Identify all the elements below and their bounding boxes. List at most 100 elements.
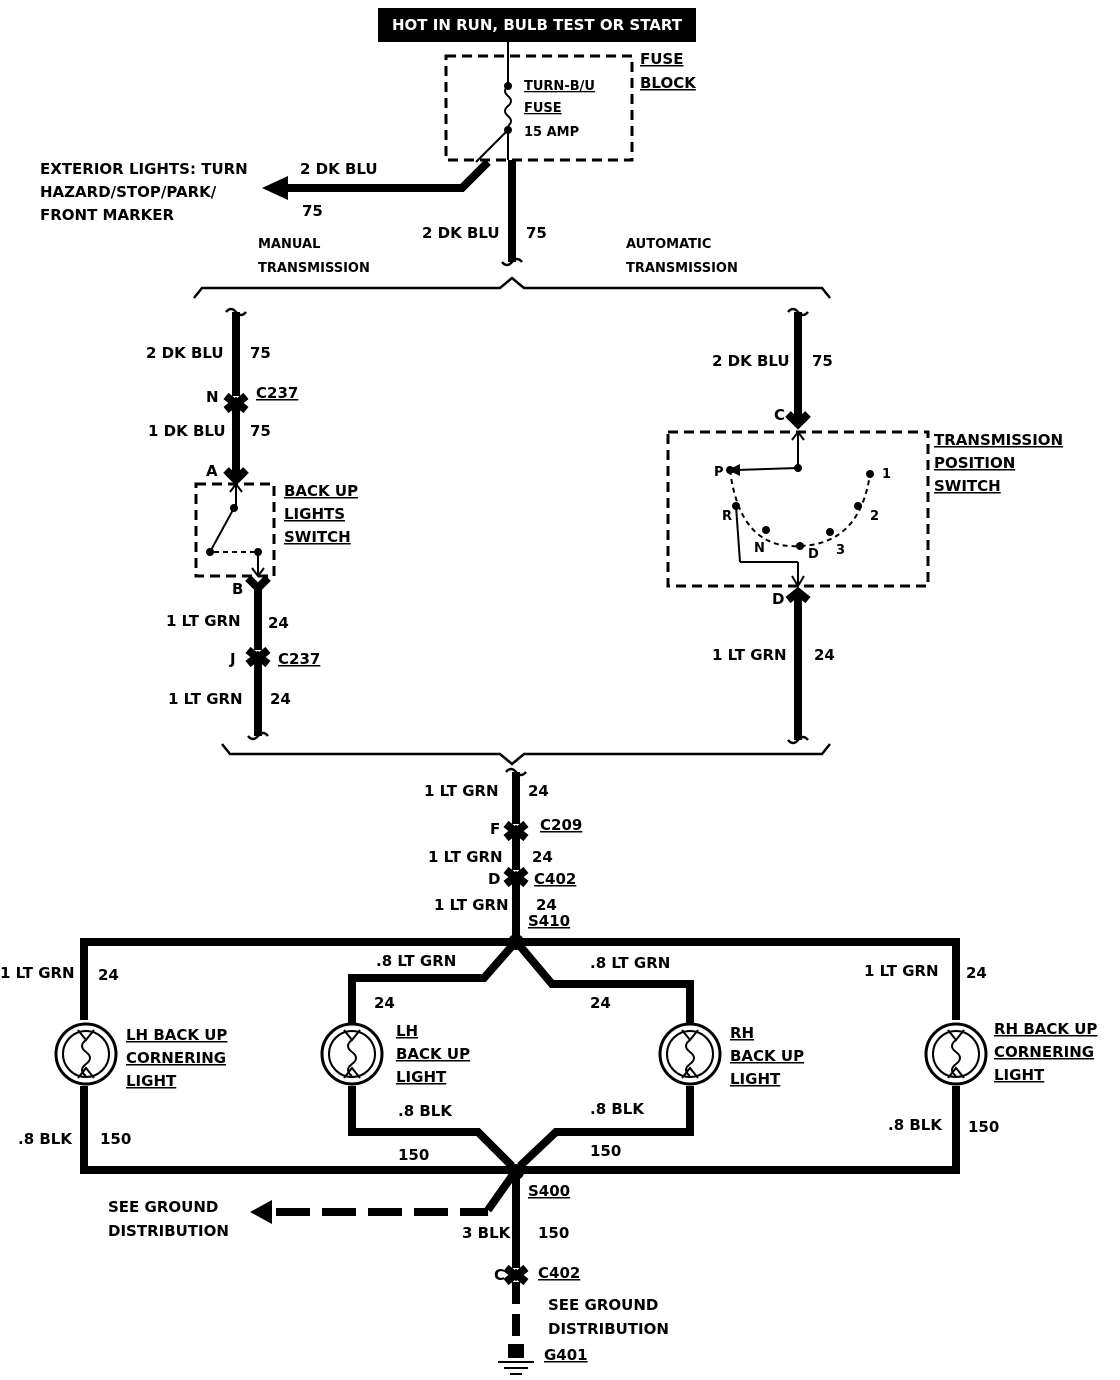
splice-s410: S410 <box>528 912 570 930</box>
position-n: N <box>754 541 765 556</box>
connector-c402-lower: C402 <box>538 1264 580 1282</box>
manual-pin-j: J <box>229 650 236 668</box>
fuse-block-title-1: FUSE <box>640 50 683 68</box>
trans-switch-label-1: TRANSMISSION <box>934 431 1063 449</box>
trunk-circuit-2-label: 24 <box>532 848 553 866</box>
trunk-wire-2-label: 1 LT GRN <box>428 848 503 866</box>
wire-break <box>787 735 809 745</box>
lh-corner-gnd-circuit: 150 <box>100 1130 131 1148</box>
rh-corner-gnd-label: .8 BLK <box>888 1116 943 1134</box>
rh-backup-name-3: LIGHT <box>730 1070 781 1088</box>
backup-switch-label-2: LIGHTS <box>284 505 345 523</box>
splice-s400: S400 <box>528 1182 570 1200</box>
see-ground-2b: DISTRIBUTION <box>548 1320 669 1338</box>
trunk-wire-3-label: 1 LT GRN <box>434 896 509 914</box>
auto-label-2: TRANSMISSION <box>626 261 738 276</box>
branch-bracket-top <box>193 276 831 299</box>
exterior-label-3: FRONT MARKER <box>40 206 175 224</box>
rh-corner-name-2: CORNERING <box>994 1043 1094 1061</box>
auto-pin-d: D <box>772 590 784 608</box>
rh-corner-feed-wire <box>520 938 960 1020</box>
lh-corner-gnd-label: .8 BLK <box>18 1130 73 1148</box>
main-feed-wire-label: 2 DK BLU <box>422 224 500 242</box>
rh-cornering-bulb-icon <box>924 1022 988 1086</box>
lh-backup-feed-wire <box>348 943 516 1024</box>
rh-backup-name-1: RH <box>730 1024 754 1042</box>
lh-backup-gnd-label: .8 BLK <box>398 1102 453 1120</box>
position-2: 2 <box>870 509 879 524</box>
rh-corner-wire-label: 1 LT GRN <box>864 962 939 980</box>
fuse-icon <box>504 85 512 127</box>
lh-corner-circuit-label: 24 <box>98 966 119 984</box>
position-3: 3 <box>836 543 845 558</box>
manual-pin-b: B <box>232 580 243 598</box>
trunk-pin-d: D <box>488 870 500 888</box>
manual-label-1: MANUAL <box>258 237 320 252</box>
lh-corner-ground-wire <box>80 1086 512 1174</box>
main-feed-circuit-label: 75 <box>526 224 547 242</box>
rh-corner-gnd-circuit: 150 <box>968 1118 999 1136</box>
manual-wire-b-label: 1 LT GRN <box>166 612 241 630</box>
auto-circuit-low-label: 24 <box>814 646 835 664</box>
trans-switch-label-3: SWITCH <box>934 477 1001 495</box>
manual-wire-mid-label: 1 DK BLU <box>148 422 226 440</box>
see-ground-2a: SEE GROUND <box>548 1296 658 1314</box>
backup-lights-switch <box>194 482 276 578</box>
lh-backup-bulb-icon <box>320 1022 384 1086</box>
rh-corner-name-3: LIGHT <box>994 1066 1045 1084</box>
arrow-left-icon <box>250 1200 272 1224</box>
position-d: D <box>808 547 819 562</box>
backup-switch-label-3: SWITCH <box>284 528 351 546</box>
see-ground-1a: SEE GROUND <box>108 1198 218 1216</box>
manual-pin-n: N <box>206 388 219 406</box>
ground-circuit-label: 150 <box>538 1224 569 1242</box>
manual-wire-top-label: 2 DK BLU <box>146 344 224 362</box>
trans-switch-label-2: POSITION <box>934 454 1015 472</box>
manual-circuit-top-label: 75 <box>250 344 271 362</box>
trunk-circuit-3-label: 24 <box>536 896 557 914</box>
position-p: P <box>714 465 724 480</box>
exterior-lights-wire <box>284 159 491 192</box>
connector-c209: C209 <box>540 816 582 834</box>
wire-break <box>501 257 523 267</box>
auto-circuit-top-label: 75 <box>812 352 833 370</box>
manual-pin-a: A <box>206 462 218 480</box>
fuse-rating: 15 AMP <box>524 125 579 140</box>
manual-connector-c237: C237 <box>256 384 298 402</box>
manual-circuit-b-label: 24 <box>268 614 289 632</box>
fuse-block: TURN-B/U FUSE 15 AMP <box>444 54 634 163</box>
manual-circuit-low-label: 24 <box>270 690 291 708</box>
rh-backup-gnd-label: .8 BLK <box>590 1100 645 1118</box>
arrow-left-icon <box>262 176 288 200</box>
trunk-circuit-1-label: 24 <box>528 782 549 800</box>
branch-bracket-bottom <box>221 743 831 766</box>
manual-label-2: TRANSMISSION <box>258 261 370 276</box>
auto-wire-top-label: 2 DK BLU <box>712 352 790 370</box>
manual-circuit-mid-label: 75 <box>250 422 271 440</box>
manual-connector-c237-2: C237 <box>278 650 320 668</box>
trunk-pin-f: F <box>490 820 500 838</box>
lh-corner-wire-label: 1 LT GRN <box>0 964 75 982</box>
trunk-wire-1-label: 1 LT GRN <box>424 782 499 800</box>
lh-corner-name-3: LIGHT <box>126 1072 177 1090</box>
position-r: R <box>722 509 732 524</box>
auto-label-1: AUTOMATIC <box>626 237 711 252</box>
manual-wire-low-label: 1 LT GRN <box>168 690 243 708</box>
rh-backup-bulb-icon <box>658 1022 722 1086</box>
rh-backup-gnd-circuit: 150 <box>590 1142 621 1160</box>
ground-pin-c: C <box>494 1266 505 1284</box>
auto-wire-low-label: 1 LT GRN <box>712 646 787 664</box>
exterior-label-1: EXTERIOR LIGHTS: TURN <box>40 160 248 178</box>
rh-backup-ground-wire <box>517 1086 694 1169</box>
ground-symbol-icon <box>498 1344 534 1375</box>
wire-break <box>247 731 269 741</box>
rh-backup-feed-wire <box>516 943 694 1024</box>
transmission-position-switch: P R N D 3 2 1 <box>666 430 930 588</box>
connector-c402-upper: C402 <box>534 870 576 888</box>
backup-switch-label-1: BACK UP <box>284 482 358 500</box>
lh-corner-name-1: LH BACK UP <box>126 1026 227 1044</box>
rh-corner-ground-wire <box>520 1086 960 1174</box>
ground-g401: G401 <box>544 1346 588 1364</box>
rh-corner-name-1: RH BACK UP <box>994 1020 1097 1038</box>
fuse-block-title-2: BLOCK <box>640 74 697 92</box>
